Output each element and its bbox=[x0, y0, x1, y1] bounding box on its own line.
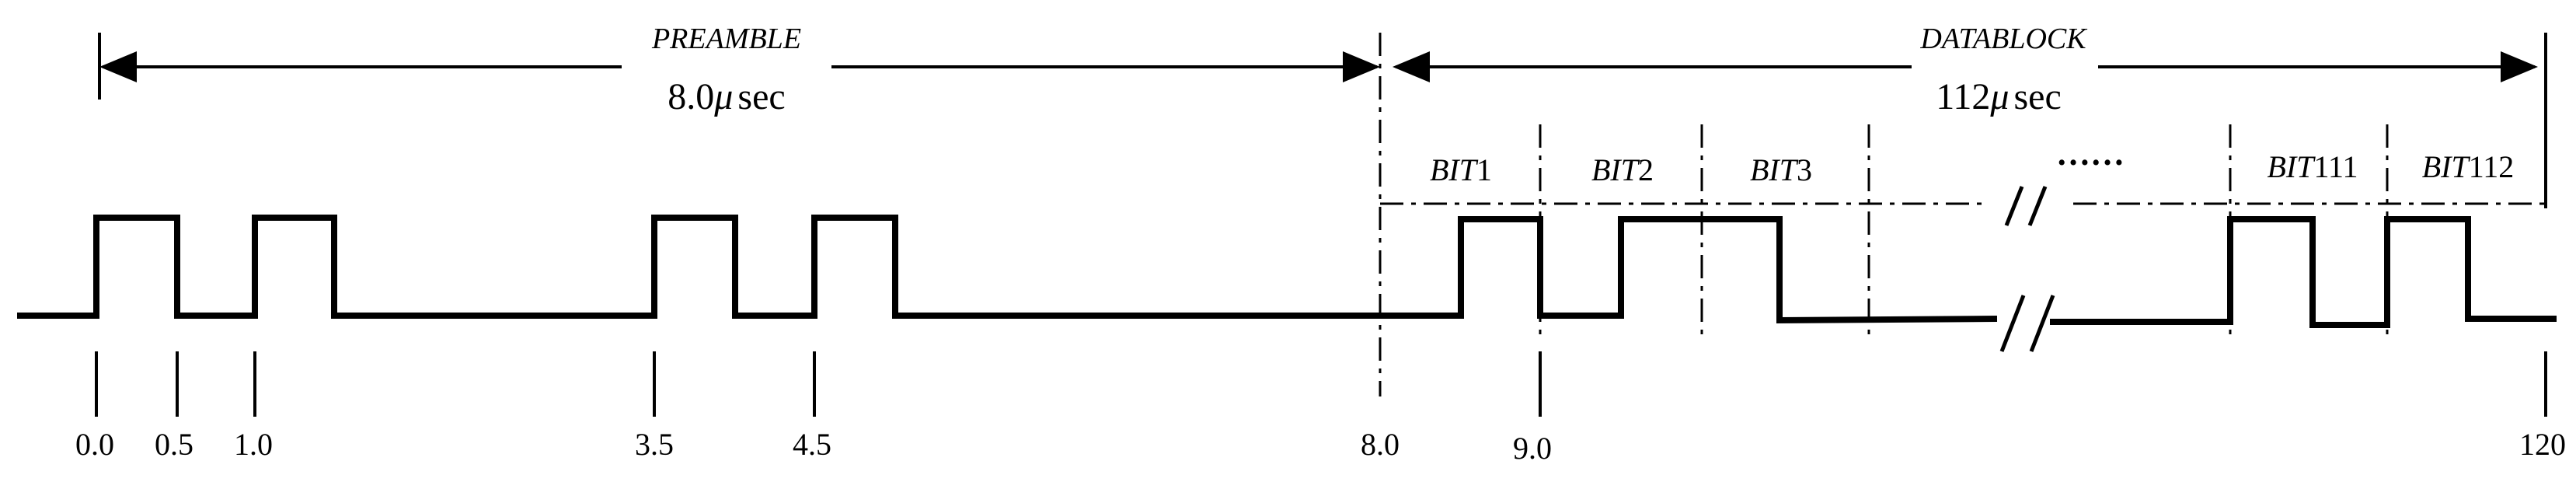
tick-label: 0.0 bbox=[75, 427, 114, 462]
bit-label: BIT2 bbox=[1591, 152, 1654, 187]
tick-label: 9.0 bbox=[1513, 431, 1552, 466]
break-markers bbox=[1999, 186, 2055, 352]
waveform bbox=[17, 215, 2557, 328]
break-marker-upper bbox=[2027, 186, 2048, 226]
preamble-label-bg bbox=[622, 39, 831, 78]
tick-label: 3.5 bbox=[635, 427, 674, 462]
datablock-label: DATABLOCK bbox=[1919, 23, 2087, 55]
bit-labels: BIT1 BIT2 BIT3 BIT111 BIT112 bbox=[1430, 149, 2514, 187]
tick-marks bbox=[95, 351, 2547, 417]
break-marker-lower bbox=[1999, 295, 2026, 352]
tick-label: 1.0 bbox=[234, 427, 273, 462]
bit-label: BIT112 bbox=[2422, 149, 2515, 184]
tick-label: 120 bbox=[2519, 427, 2566, 462]
tick-label: 4.5 bbox=[793, 427, 831, 462]
datablock-waveform-end bbox=[2050, 216, 2557, 328]
ellipsis: …… bbox=[2056, 134, 2125, 173]
datablock-label-bg bbox=[1912, 39, 2098, 78]
break-marker-lower bbox=[2029, 295, 2055, 352]
bit-label: BIT1 bbox=[1430, 152, 1492, 187]
tick-label: 0.5 bbox=[155, 427, 193, 462]
bit-label: BIT3 bbox=[1750, 152, 1812, 187]
bit-label: BIT111 bbox=[2267, 149, 2358, 184]
datablock-waveform-start bbox=[1380, 216, 1998, 324]
break-marker-upper bbox=[2004, 186, 2024, 226]
preamble-waveform bbox=[17, 215, 1380, 319]
tick-labels: 0.0 0.5 1.0 3.5 4.5 8.0 9.0 120 bbox=[75, 427, 2566, 466]
preamble-label: PREAMBLE bbox=[651, 23, 801, 55]
tick-label: 8.0 bbox=[1361, 427, 1400, 462]
